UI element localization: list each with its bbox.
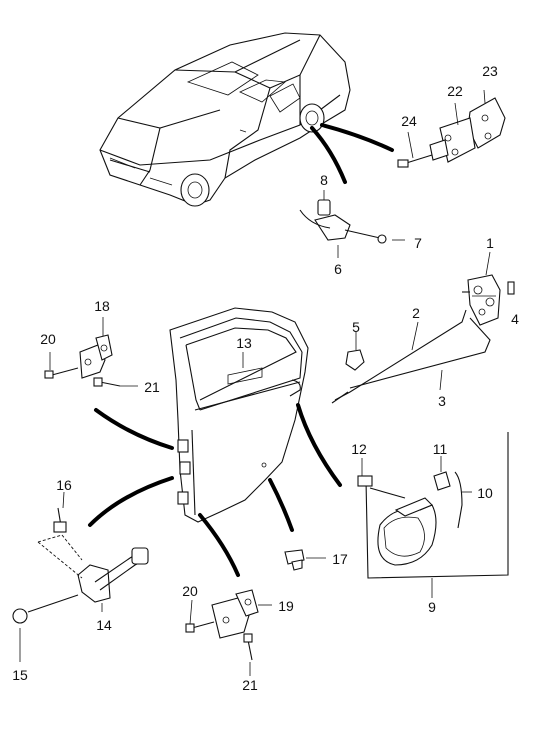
upper-hinge [44, 334, 121, 387]
outside-handle-assembly [357, 432, 509, 579]
callout-4: 4 [511, 311, 519, 327]
door-latch [462, 274, 515, 326]
callout-24: 24 [401, 113, 417, 129]
callout-2: 2 [412, 305, 420, 321]
callout-5: 5 [352, 319, 360, 335]
rod-3 [349, 317, 491, 389]
callout-9: 9 [428, 599, 436, 615]
callout-8: 8 [320, 172, 328, 188]
door-checker [12, 507, 149, 624]
callout-7: 7 [414, 235, 422, 251]
callout-12: 12 [351, 441, 367, 457]
callout-23: 23 [482, 63, 498, 79]
callout-13: 13 [236, 335, 252, 351]
callout-20-lower: 20 [182, 583, 198, 599]
callout-15: 15 [12, 667, 28, 683]
car-illustration [99, 32, 351, 207]
car-pointer-lower [310, 126, 347, 184]
rod-clip [345, 349, 365, 371]
callout-18: 18 [94, 298, 110, 314]
callout-20-upper: 20 [40, 331, 56, 347]
callout-3: 3 [438, 393, 446, 409]
callout-17: 17 [332, 551, 348, 567]
callout-22: 22 [447, 83, 463, 99]
rear-door [169, 307, 309, 523]
callout-10: 10 [477, 485, 493, 501]
striker-assembly [397, 97, 506, 168]
callout-6: 6 [334, 261, 342, 277]
callout-1: 1 [486, 235, 494, 251]
callout-19: 19 [278, 598, 294, 614]
callout-16: 16 [56, 477, 72, 493]
car-pointer-upper [320, 123, 394, 152]
callout-21-upper: 21 [144, 379, 160, 395]
bumper-17 [284, 549, 305, 571]
callout-11: 11 [432, 441, 448, 457]
callout-14: 14 [96, 617, 112, 633]
lock-cylinder-assembly [299, 199, 387, 244]
callout-21-lower: 21 [242, 677, 258, 693]
lower-hinge [185, 589, 259, 661]
